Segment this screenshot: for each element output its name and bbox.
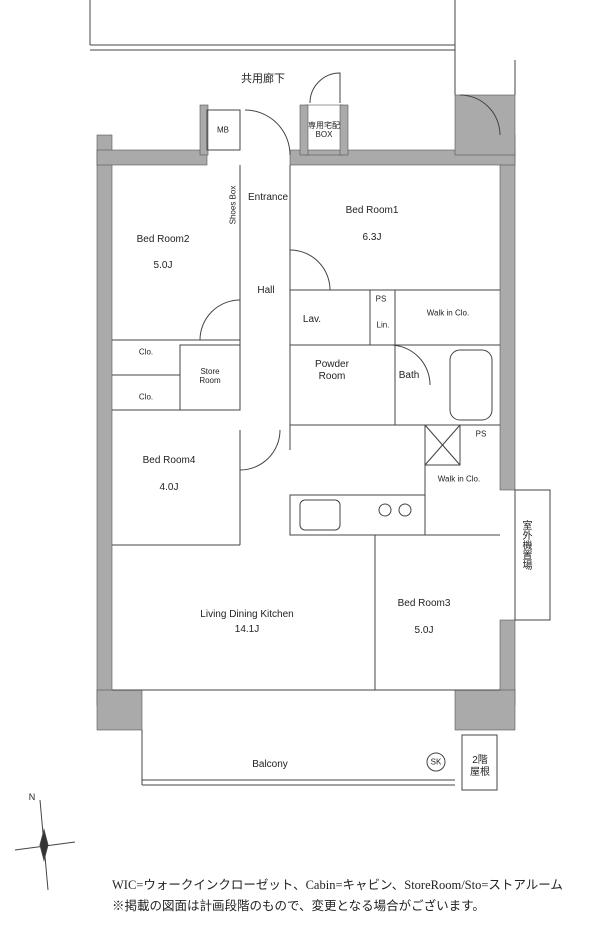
roof-line2: 屋根 xyxy=(470,767,490,778)
lav-label: Lav. xyxy=(302,314,322,325)
bedroom3-size: 5.0J xyxy=(414,625,434,636)
balcony-label: Balcony xyxy=(252,759,288,770)
ps1-label: PS xyxy=(375,294,387,304)
note-disclaimer: ※掲載の図面は計画段階のもので、変更となる場合がございます。 xyxy=(112,899,485,913)
powder-room-line1: Powder xyxy=(315,359,349,370)
bedroom2-size: 5.0J xyxy=(153,260,173,271)
column-bottom-right xyxy=(454,689,516,731)
column-top-right xyxy=(454,94,516,156)
wall-top-left xyxy=(96,149,208,166)
compass-north-label: N xyxy=(28,792,36,802)
lin-label: Lin. xyxy=(376,320,390,330)
outdoor-unit-label: 室外機置場 xyxy=(520,520,531,570)
delivery-box-line1: 専用宅配 xyxy=(308,121,340,130)
wall-left xyxy=(96,134,113,706)
wic2-label: Walk in Clo. xyxy=(437,474,481,484)
mb-label: MB xyxy=(217,125,229,135)
ps2-label: PS xyxy=(475,429,487,439)
bedroom2-name: Bed Room2 xyxy=(136,234,190,245)
bedroom3-name: Bed Room3 xyxy=(397,598,451,609)
note-abbreviations: WIC=ウォークインクローゼット、Cabin=キャビン、StoreRoom/St… xyxy=(112,878,563,892)
wic1-label: Walk in Clo. xyxy=(426,308,470,318)
entrance-label: Entrance xyxy=(247,192,289,203)
bath-label: Bath xyxy=(398,370,420,381)
corridor-label: 共用廊下 xyxy=(241,73,285,85)
delivery-box-line2: BOX xyxy=(315,130,333,139)
sk-label: SK xyxy=(430,757,442,767)
bedroom4-name: Bed Room4 xyxy=(142,455,196,466)
wall-right-upper xyxy=(499,134,516,491)
powder-room-line2: Room xyxy=(318,371,346,382)
bedroom1-size: 6.3J xyxy=(362,232,382,243)
store-room-line1: Store xyxy=(200,367,220,376)
roof-line1: 2階 xyxy=(472,755,488,766)
clo1-label: Clo. xyxy=(138,347,154,357)
shoes-box-label: Shoes Box xyxy=(228,185,238,225)
hall-label: Hall xyxy=(257,285,275,296)
ldk-name: Living Dining Kitchen xyxy=(200,609,294,620)
roof-label: 2階屋根 xyxy=(470,755,490,779)
column-bottom-left xyxy=(96,689,143,731)
bedroom4-size: 4.0J xyxy=(159,482,179,493)
bedroom1-name: Bed Room1 xyxy=(345,205,399,216)
clo2-label: Clo. xyxy=(138,392,154,402)
store-room-line2: Room xyxy=(199,376,221,385)
ldk-size: 14.1J xyxy=(234,624,260,635)
